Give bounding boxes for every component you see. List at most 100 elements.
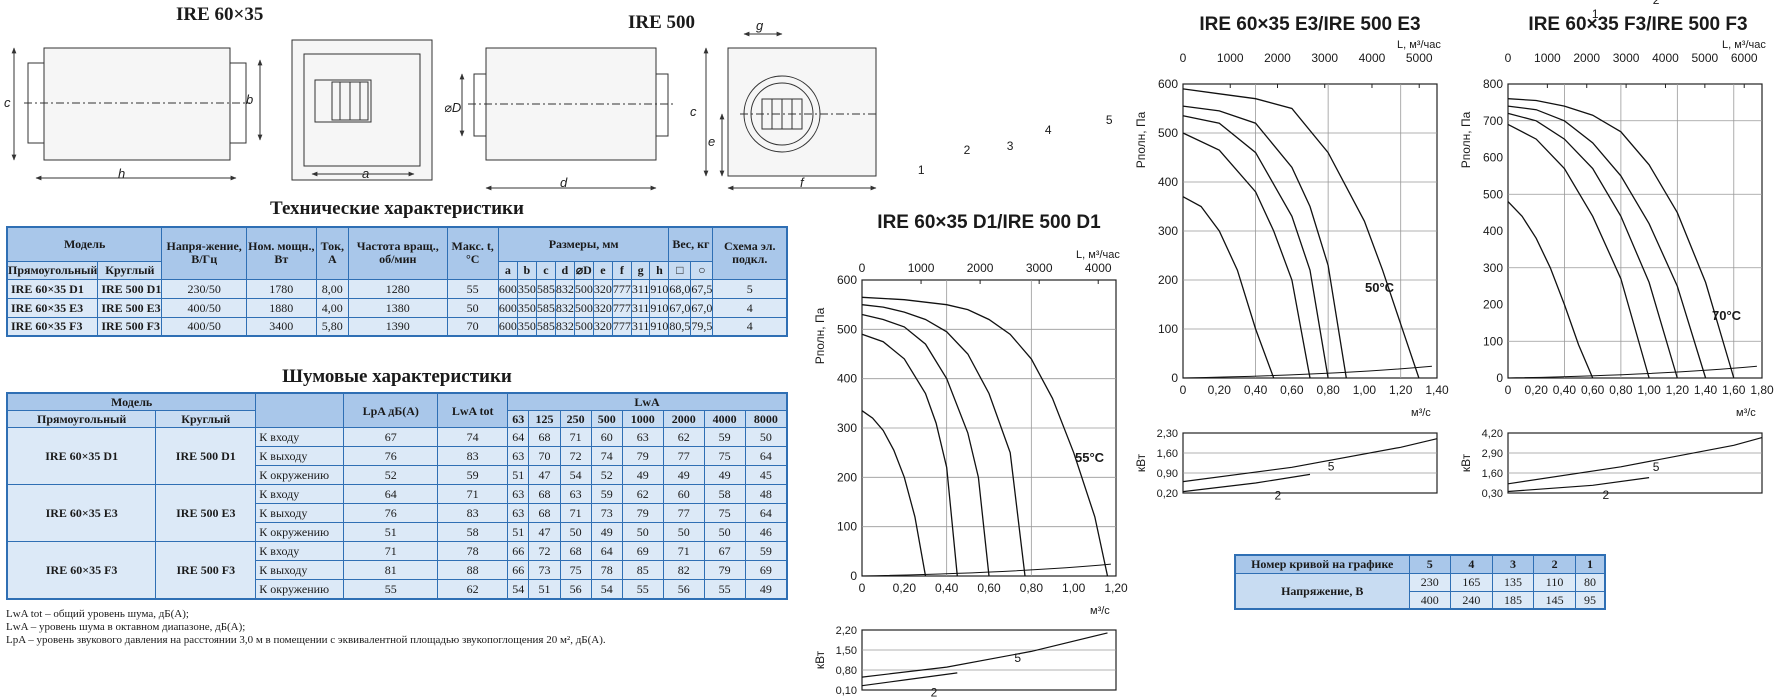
curve-2 [1507, 123, 1650, 379]
x2-axis-label: L, м³/час [1722, 39, 1766, 51]
dim-col: g [630, 260, 651, 280]
power-curve-label: 5 [1653, 460, 1660, 474]
noise-cell: 58 [437, 522, 509, 542]
plot-frame [1507, 83, 1763, 379]
weight-col: □ [668, 260, 692, 280]
tech-cell: 50 [446, 297, 499, 318]
y-tick-label: 500 [837, 322, 857, 336]
tech-cell: IRE 60×35 E3 [6, 297, 99, 318]
tech-current-header: Ток, А [315, 226, 349, 280]
band-col: 63 [507, 410, 530, 428]
power-curve-5 [1507, 437, 1763, 485]
y-tick-label: 300 [1158, 224, 1178, 238]
x-tick-label: 0,40 [935, 581, 959, 595]
noise-cell: 75 [559, 560, 592, 580]
y-tick-label: 400 [1158, 175, 1178, 189]
noise-cell: 77 [662, 503, 705, 523]
tech-cell: 600 [497, 278, 518, 299]
tech-cell: 777 [611, 297, 632, 318]
y-tick-label: 500 [1158, 126, 1178, 140]
x-tick-label: 0,20 [1525, 383, 1549, 397]
curve-3 [861, 313, 990, 577]
power-curve-2 [1182, 473, 1311, 493]
band-col: 250 [559, 410, 592, 428]
tech-cell: 4 [712, 316, 788, 337]
x-axis-label: м³/с [1090, 605, 1110, 617]
power-axis-label: кВт [1134, 453, 1148, 472]
noise-cell: 88 [437, 560, 509, 580]
curve-col: 5 [1408, 554, 1452, 574]
noise-cell: 62 [437, 579, 509, 599]
power-tick-label: 1,60 [1482, 468, 1503, 480]
tech-cell: 1390 [347, 316, 448, 337]
note-lwa: LwA – уровень шума в октавном диапазоне,… [6, 621, 246, 633]
x2-tick-label: 1000 [908, 261, 935, 275]
x-tick-label: 1,20 [1389, 383, 1413, 397]
tech-cell: IRE 60×35 D1 [6, 278, 99, 299]
tech-title: Технические характеристики [270, 198, 524, 219]
power-tick-label: 0,90 [1157, 468, 1178, 480]
y-tick-label: 0 [850, 569, 857, 583]
temp-annotation: 55°C [1075, 450, 1105, 465]
x2-tick-label: 0 [859, 261, 866, 275]
curve-3 [1507, 112, 1678, 379]
curve-label: 3 [1007, 139, 1014, 153]
noise-cell: 71 [559, 427, 592, 447]
x2-axis-label: L, м³/час [1397, 39, 1441, 51]
noise-cell: 81 [343, 560, 439, 580]
noise-cell: 71 [343, 541, 439, 561]
curve-label: 4 [1045, 123, 1052, 137]
tech-cell: 400/50 [161, 297, 247, 318]
note-lpa: LpA – уровень звукового давления на расс… [6, 634, 606, 646]
voltage-cell: 110 [1533, 572, 1576, 592]
curve-5 [861, 296, 1109, 577]
band-col: 500 [590, 410, 623, 428]
power-tick-label: 0,20 [1157, 488, 1178, 500]
x-tick-label: 0,80 [1020, 581, 1044, 595]
noise-cell: 71 [559, 503, 592, 523]
noise-cell: 51 [507, 465, 530, 485]
tech-cell: 67,0 [690, 297, 714, 318]
tech-cell: 910 [649, 278, 670, 299]
tech-cell: 80,5 [668, 316, 692, 337]
tech-cell: IRE 60×35 F3 [6, 316, 99, 337]
noise-direction-cell: К входу [255, 427, 345, 447]
voltage-cell: 165 [1450, 572, 1493, 592]
y-tick-label: 0 [1171, 371, 1178, 385]
x2-tick-label: 2000 [1573, 51, 1600, 65]
chart-title: IRE 60×35 E3/IRE 500 E3 [1199, 14, 1420, 35]
noise-cell: 71 [662, 541, 705, 561]
chart-title: IRE 60×35 D1/IRE 500 D1 [877, 212, 1101, 233]
dim-col: c [535, 260, 556, 280]
tech-cell: 585 [535, 316, 556, 337]
curve-label: 1 [1592, 7, 1599, 21]
curve-label: 2 [1653, 0, 1660, 7]
noise-cell: 51 [343, 522, 439, 542]
noise-direction-header [255, 392, 345, 428]
noise-cell: 48 [744, 484, 788, 504]
noise-direction-cell: К входу [255, 541, 345, 561]
power-tick-label: 1,50 [836, 645, 857, 657]
tech-cell: IRE 500 F3 [97, 316, 163, 337]
noise-model-cell: IRE 60×35 E3 [6, 484, 157, 542]
y-tick-label: 800 [1483, 77, 1503, 91]
tech-cell: 500 [573, 297, 594, 318]
noise-cell: 50 [744, 427, 788, 447]
power-tick-label: 2,20 [836, 625, 857, 637]
noise-cell: 59 [703, 427, 746, 447]
noise-cell: 68 [528, 484, 561, 504]
noise-direction-cell: К выходу [255, 446, 345, 466]
voltage-label: Напряжение, В [1234, 572, 1410, 610]
noise-lwatot-header: LwA tot [437, 392, 509, 428]
y-tick-label: 600 [1158, 77, 1178, 91]
y-axis-label: Рполн, Па [813, 307, 827, 364]
power-frame [1182, 432, 1438, 494]
tech-cell: IRE 500 D1 [97, 278, 163, 299]
curve-1 [1182, 196, 1275, 379]
y-tick-label: 700 [1483, 114, 1503, 128]
noise-cell: 67 [703, 541, 746, 561]
x-axis-label: м³/с [1736, 407, 1756, 419]
